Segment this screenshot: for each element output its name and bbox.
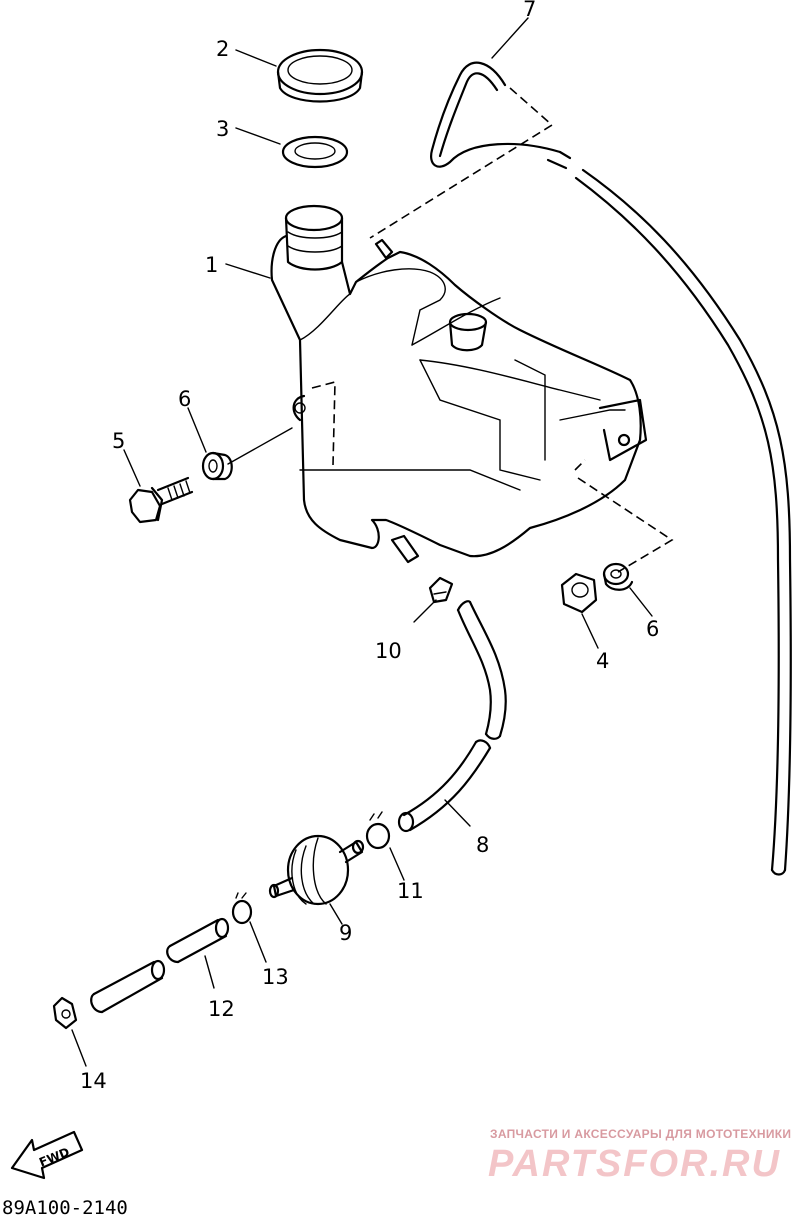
clip-14-leader xyxy=(71,1029,87,1067)
callout-6-right: 6 xyxy=(646,617,659,641)
callout-4-leader xyxy=(581,613,599,649)
callout-9: 9 xyxy=(339,921,352,945)
callout-6-left: 6 xyxy=(178,387,191,411)
short-hose-b[interactable] xyxy=(90,959,166,1014)
collar-left[interactable] xyxy=(201,451,233,481)
watermark-brand: PARTSFOR.RU xyxy=(488,1143,781,1185)
collar-right-guide xyxy=(577,477,674,573)
callout-6a-leader xyxy=(187,407,207,453)
hose-12-leader xyxy=(204,955,215,989)
drain-hose[interactable] xyxy=(397,600,507,833)
hose-clamp-11[interactable] xyxy=(365,811,391,850)
hose-8-leader xyxy=(444,799,471,827)
callout-5-leader xyxy=(123,449,141,487)
clamp-11-leader xyxy=(389,847,405,881)
mounting-bolt[interactable] xyxy=(128,476,194,524)
callout-14: 14 xyxy=(80,1069,107,1093)
collar-left-line xyxy=(227,427,293,465)
fwd-label: FWD xyxy=(37,1145,71,1170)
inline-filter[interactable] xyxy=(268,834,365,906)
clamp-13-leader xyxy=(249,921,267,963)
callout-11: 11 xyxy=(397,879,424,903)
callout-8: 8 xyxy=(476,833,489,857)
callout-2: 2 xyxy=(216,37,229,61)
callout-6b-leader xyxy=(629,587,653,617)
diagram-code: 89A100-2140 xyxy=(2,1197,128,1219)
callout-2-leader xyxy=(235,49,277,67)
grommet-nut[interactable] xyxy=(560,572,598,614)
clip-10-leader xyxy=(413,599,437,623)
cap-gasket[interactable] xyxy=(281,135,349,169)
callout-12: 12 xyxy=(208,997,235,1021)
short-hose-a[interactable] xyxy=(166,917,230,964)
breather-hose[interactable] xyxy=(430,61,792,876)
callout-3-leader xyxy=(235,127,281,145)
breather-hose-guide xyxy=(369,87,554,239)
callout-10: 10 xyxy=(375,639,402,663)
forward-arrow-icon xyxy=(10,1130,84,1180)
callout-5: 5 xyxy=(112,429,125,453)
callout-7-leader xyxy=(491,17,529,59)
callout-4: 4 xyxy=(596,649,609,673)
filter-9-leader xyxy=(329,903,343,925)
collar-right[interactable] xyxy=(602,562,634,591)
callout-13: 13 xyxy=(262,965,289,989)
hose-clamp-13[interactable] xyxy=(231,892,253,925)
callout-7: 7 xyxy=(523,0,536,21)
callout-3: 3 xyxy=(216,117,229,141)
callout-1: 1 xyxy=(205,253,218,277)
watermark-tagline: ЗАПЧАСТИ И АКСЕССУАРЫ ДЛЯ МОТОТЕХНИКИ xyxy=(490,1127,791,1141)
tank-leader-1 xyxy=(225,263,271,279)
tank-cap[interactable] xyxy=(276,48,364,103)
hose-clip-14[interactable] xyxy=(52,996,78,1030)
hose-clip-upper[interactable] xyxy=(428,576,454,604)
reservoir-tank[interactable] xyxy=(270,204,648,564)
